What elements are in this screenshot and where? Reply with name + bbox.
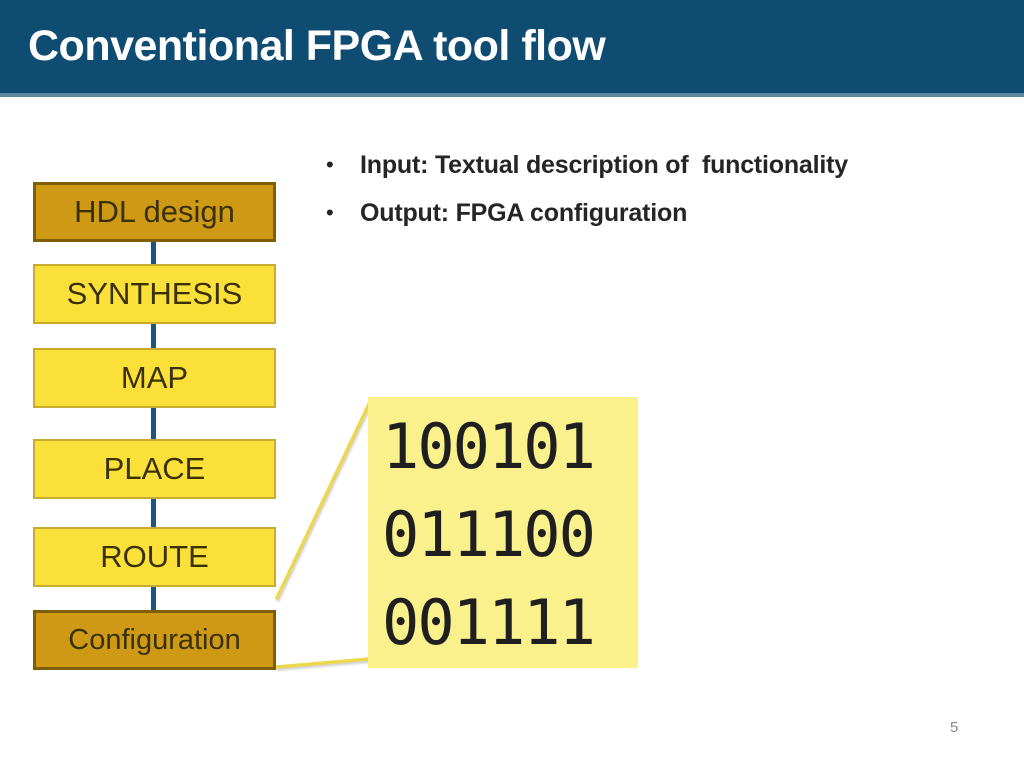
bullet-icon: • [326, 152, 334, 177]
flow-node-configuration: Configuration [33, 610, 276, 670]
bullet-icon: • [326, 200, 334, 225]
bullet-list: • Input: Textual description of function… [320, 148, 980, 230]
flow-node-label: HDL design [74, 194, 235, 229]
flow-node-synthesis: SYNTHESIS [33, 264, 276, 324]
binary-line: 100101 [382, 410, 596, 483]
binary-line: 001111 [382, 586, 596, 659]
flow-node-label: Configuration [68, 623, 241, 656]
callout-leader-lines [275, 402, 371, 669]
bullet-text-input: Input: Textual description of functional… [360, 151, 848, 179]
bullet-item-output: • Output: FPGA configuration [320, 196, 980, 230]
page-number: 5 [950, 719, 959, 736]
callout-leader-line-top [275, 402, 371, 600]
flow-node-map: MAP [33, 348, 276, 408]
flow-node-label: MAP [120, 360, 189, 395]
flow-node-hdl-design: HDL design [33, 182, 276, 242]
callout-leader-line-bottom [275, 657, 371, 669]
title-bar: Conventional FPGA tool flow [0, 0, 1024, 97]
bullet-item-input: • Input: Textual description of function… [320, 148, 980, 182]
flow-node-place: PLACE [33, 439, 276, 499]
flow-connector-line [151, 210, 156, 642]
slide-title: Conventional FPGA tool flow [28, 22, 606, 70]
binary-configuration-callout: 100101 011100 001111 [368, 397, 638, 668]
flow-node-label: ROUTE [100, 539, 209, 574]
flow-node-label: PLACE [103, 451, 206, 486]
bullet-text-output: Output: FPGA configuration [360, 199, 688, 227]
flow-node-route: ROUTE [33, 527, 276, 587]
binary-line: 011100 [382, 498, 596, 571]
flow-node-label: SYNTHESIS [66, 276, 243, 311]
